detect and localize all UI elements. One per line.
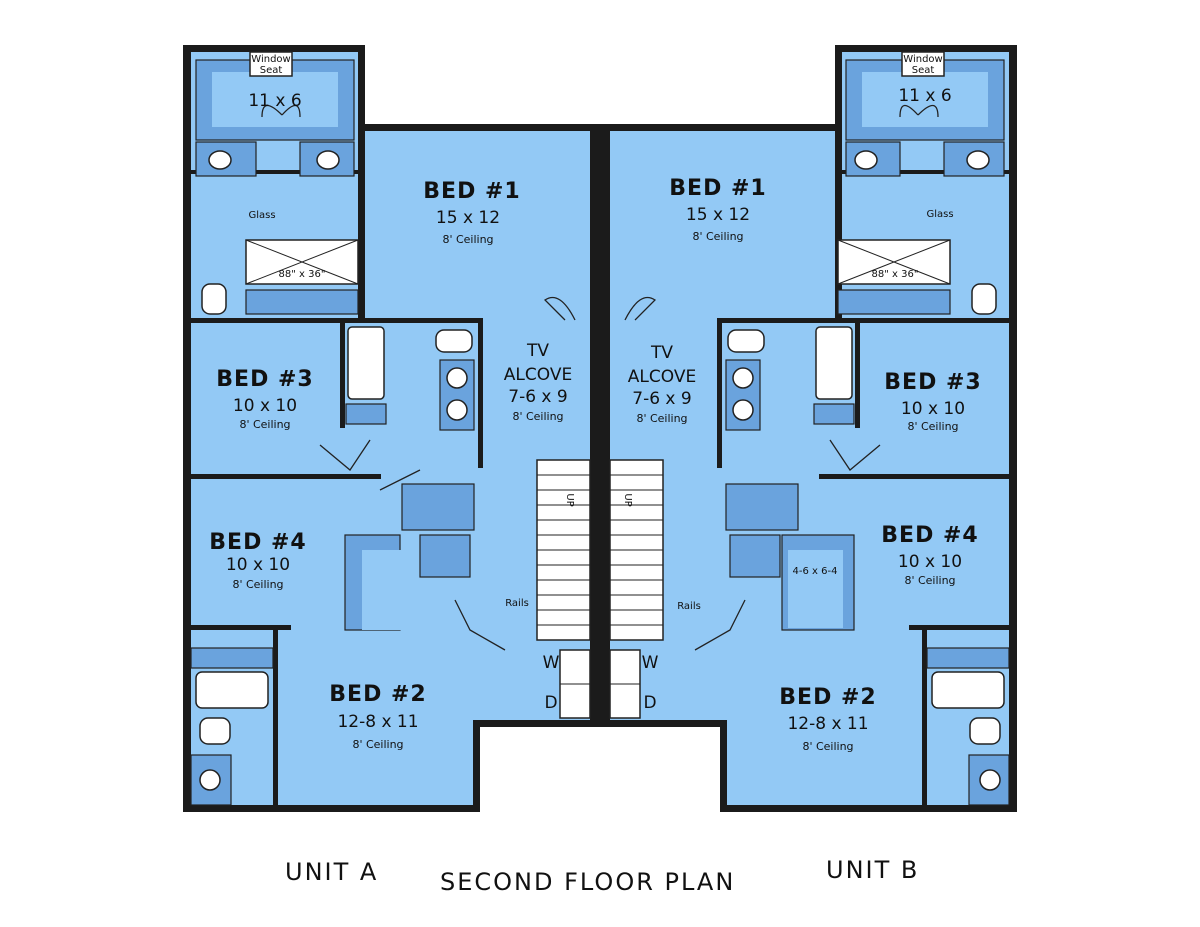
glass-label: Glass (248, 210, 275, 221)
dryer-label: D (544, 693, 557, 713)
room-ceiling: 8' Ceiling (907, 420, 958, 433)
unit-b-label: UNIT B (826, 856, 920, 884)
room-name: BED #2 (779, 685, 876, 710)
party-wall (596, 124, 604, 727)
room-size: 12-8 x 11 (787, 714, 868, 734)
window-seat-label: Seat (260, 65, 283, 76)
room-ceiling: 8' Ceiling (239, 418, 290, 431)
room-name: BED #4 (881, 523, 978, 548)
room-ceiling: 8' Ceiling (802, 740, 853, 753)
rails-label: Rails (505, 598, 529, 609)
glass-label: Glass (926, 209, 953, 220)
window-seat-label: Window (251, 54, 290, 65)
window-seat-label: Window (903, 54, 942, 65)
window-seat-label: Seat (912, 65, 935, 76)
room-ceiling: 8' Ceiling (692, 230, 743, 243)
room-name: BED #2 (329, 682, 426, 707)
washer-label: W (543, 653, 560, 673)
room-size: 10 x 10 (901, 399, 965, 419)
room-ceiling: 8' Ceiling (904, 574, 955, 587)
closet-size-label: 11 x 6 (898, 86, 951, 106)
washer-label: W (642, 653, 659, 673)
room-ceiling: 8' Ceiling (232, 578, 283, 591)
tv-alcove-label: TV (650, 343, 673, 363)
room-name: BED #3 (884, 370, 981, 395)
room-size: 7-6 x 9 (508, 387, 567, 407)
unit-a-label: UNIT A (285, 858, 379, 886)
room-name: BED #1 (669, 176, 766, 201)
room-size: 15 x 12 (436, 208, 500, 228)
shower-label: 88" x 36" (872, 269, 919, 280)
room-name: BED #3 (216, 367, 313, 392)
room-size: 10 x 10 (226, 555, 290, 575)
room-size: 12-8 x 11 (337, 712, 418, 732)
closet-size-label: 4-6 x 6-4 (793, 566, 838, 577)
room-size: 7-6 x 9 (632, 389, 691, 409)
plan-title: SECOND FLOOR PLAN (440, 868, 736, 896)
up-label: UP (622, 493, 633, 506)
dryer-label: D (643, 693, 656, 713)
room-ceiling: 8' Ceiling (512, 410, 563, 423)
room-size: 10 x 10 (898, 552, 962, 572)
room-name: BED #1 (423, 179, 520, 204)
unit-a-labels: Window Seat 11 x 6 Glass 88" x 36" BED #… (209, 54, 575, 751)
room-ceiling: 8' Ceiling (442, 233, 493, 246)
tv-alcove-label: ALCOVE (504, 365, 572, 385)
room-ceiling: 8' Ceiling (352, 738, 403, 751)
room-ceiling: 8' Ceiling (636, 412, 687, 425)
up-label: UP (564, 493, 575, 506)
closet-size-label: 11 x 6 (248, 91, 301, 111)
unit-b-labels: Window Seat 11 x 6 Glass 88" x 36" BED #… (622, 54, 981, 753)
tv-alcove-label: ALCOVE (628, 367, 696, 387)
unit-a (183, 45, 596, 812)
tv-alcove-label: TV (526, 341, 549, 361)
room-name: BED #4 (209, 530, 306, 555)
room-size: 15 x 12 (686, 205, 750, 225)
room-size: 10 x 10 (233, 396, 297, 416)
unit-b (604, 45, 1017, 812)
rails-label: Rails (677, 601, 701, 612)
shower-label: 88" x 36" (279, 269, 326, 280)
